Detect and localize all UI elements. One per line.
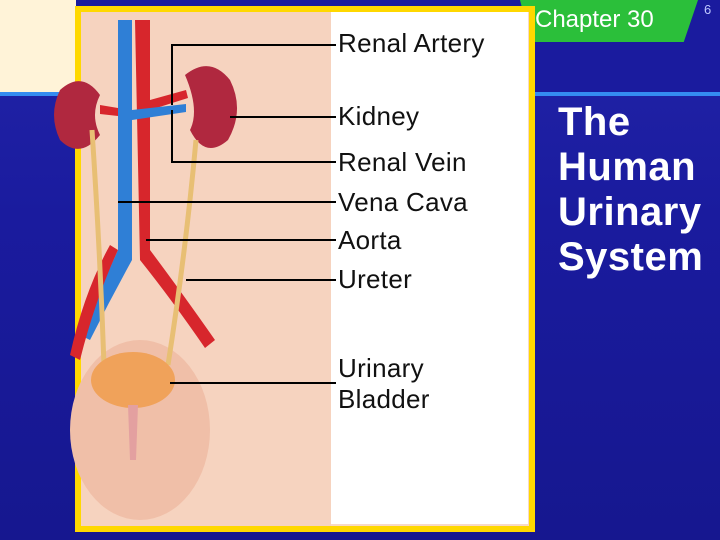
title-line-2: Human <box>558 145 697 189</box>
label-aorta: Aorta <box>338 225 402 255</box>
chapter-tab <box>520 0 698 42</box>
kidney-left <box>54 81 100 149</box>
chapter-label: Chapter 30 <box>535 6 654 33</box>
label-renal-artery: Renal Artery <box>338 28 485 58</box>
leader-renal-artery <box>171 44 336 105</box>
renal-left-vessel <box>100 105 118 116</box>
title-line-1: The <box>558 100 631 144</box>
slide-title: The Human Urinary System <box>558 100 718 280</box>
label-panel <box>330 12 528 524</box>
label-vena-cava: Vena Cava <box>338 187 468 217</box>
title-line-3: Urinary <box>558 190 702 234</box>
page-number: 6 <box>704 2 712 17</box>
urethra <box>128 405 138 460</box>
ureter-right <box>165 139 199 366</box>
kidney-right <box>185 66 238 148</box>
renal-vein-vessel <box>132 104 186 120</box>
label-kidney: Kidney <box>338 101 420 131</box>
title-line-4: System <box>558 235 704 279</box>
vena-cava <box>80 20 132 340</box>
renal-artery-vessel <box>150 90 188 110</box>
logo <box>0 0 76 92</box>
bladder <box>91 352 175 408</box>
iliac-left <box>70 245 118 360</box>
leader-renal-vein <box>171 110 336 163</box>
label-renal-vein: Renal Vein <box>338 147 467 177</box>
aorta <box>135 20 215 348</box>
label-ureter: Ureter <box>338 264 413 294</box>
ureter-left <box>89 129 107 366</box>
label-bladder: Bladder <box>338 384 430 414</box>
label-urinary: Urinary <box>338 353 424 383</box>
